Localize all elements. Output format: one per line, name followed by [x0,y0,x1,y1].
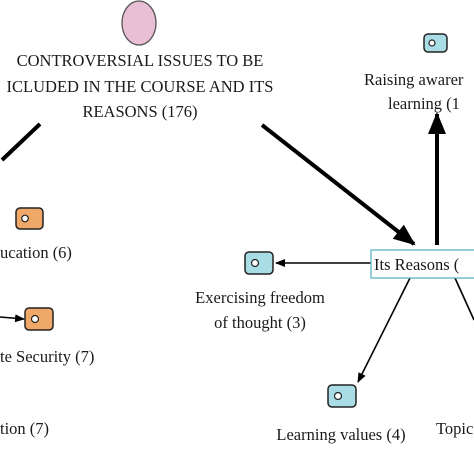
root-node-icon [121,0,157,46]
code-tag-icon-education [15,207,44,230]
edge-root-to-left [0,122,42,162]
code-tag-icon-security [24,307,54,331]
freedom-label-line-2: of thought (3) [214,313,306,332]
root-label-line-2: ICLUDED IN THE COURSE AND ITS [7,77,274,96]
security-label: te Security (7) [0,347,94,366]
topic-label: Topic [436,419,473,438]
edge-root-to-reasons [260,123,416,246]
reasons-node-box [370,249,474,279]
edge-reasons-to-learning-values [357,277,411,383]
tion-label: tion (7) [0,419,49,438]
edge-to-security [0,314,25,323]
freedom-label-line-1: Exercising freedom [195,288,325,307]
raising-label-line-1: Raising awarer [364,70,464,89]
code-tag-icon-freedom [244,251,274,275]
code-tag-icon-learning-values [327,384,357,408]
root-label-line-3: REASONS (176) [82,102,197,121]
reasons-node-label: Its Reasons ( [374,255,459,274]
code-tag-icon-raising [423,33,448,53]
learning-values-label: Learning values (4) [276,425,405,444]
edge-reasons-to-topic [454,277,474,321]
raising-label-line-2: learning (1 [388,94,460,113]
root-label-line-1: CONTROVERSIAL ISSUES TO BE [17,51,264,70]
education-label: ucation (6) [0,243,72,262]
